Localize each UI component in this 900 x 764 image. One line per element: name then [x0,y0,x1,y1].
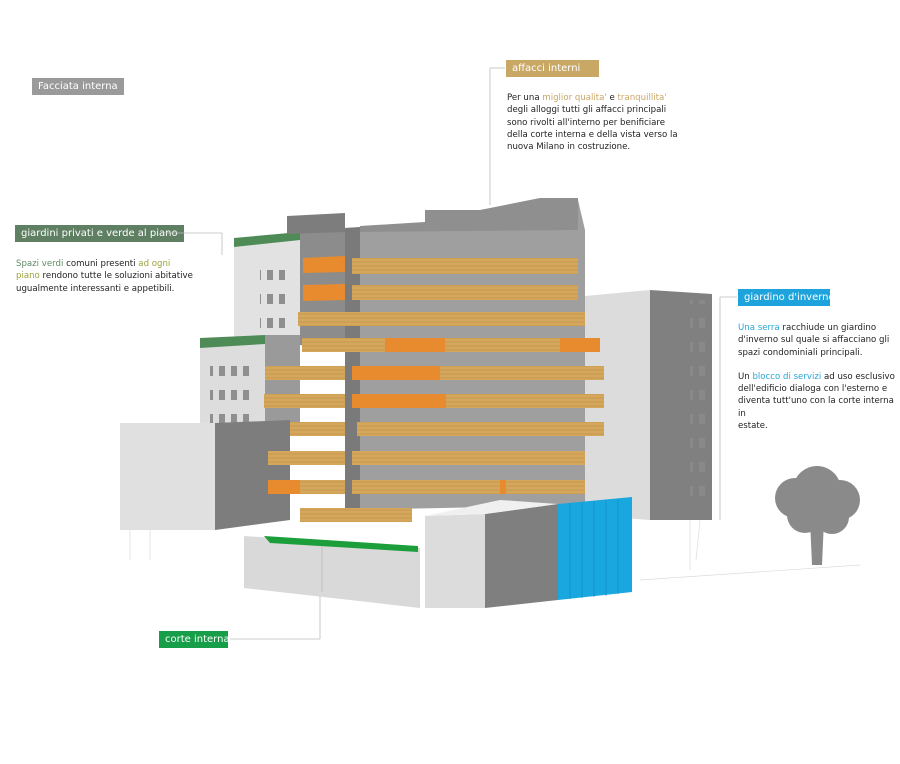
inverno-line-2: d'inverno sul quale si affacciano gli [738,335,890,346]
left-mid-windows [210,356,250,426]
ground-lines [129,519,861,581]
affacci-line-3: sono rivolti all'interno per benificiare [507,117,666,128]
affacci-description: Per una miglior qualita' e tranquillita'… [507,92,707,153]
main-building-top [360,198,578,232]
inverno-text-2: Un [738,371,753,382]
inverno-highlight-servizi: blocco di servizi [752,371,822,382]
giardini-highlight-ad-ogni: ad ogni [138,259,171,269]
servizi-block-side [485,504,558,608]
giardini-highlight-piano: piano [16,271,40,282]
inverno-line-3: spazi condominiali principali. [738,347,863,358]
label-giardini-privati: giardini privati e verde al piano [15,225,184,242]
left-mid-roof [200,335,265,348]
balconies [264,256,604,522]
affacci-text-1: Per una [507,93,543,103]
servizi-block-front [425,514,485,608]
greenhouse-lines [569,499,619,599]
label-corte-interna: corte interna [159,631,230,648]
inverno-text-1: racchiude un giardino [779,323,877,333]
affacci-highlight-qualita: miglior qualita' [542,93,607,103]
left-low-side [215,420,290,530]
tree-icon [775,466,860,565]
inverno-text-3: ad uso esclusivo [821,371,895,382]
giardini-description: Spazi verdi comuni presenti ad ogni pian… [16,258,216,295]
affacci-line-4: della corte interna e della vista verso … [507,129,678,140]
giardini-text-2: rendono tutte le soluzioni abitative [39,271,193,282]
label-affacci-interni: affacci interni [506,60,599,77]
giardini-line-3: ugualmente interessanti e appetibili. [16,283,175,294]
left-low-building [120,423,215,530]
left-mid-side [265,335,300,430]
inverno-description: Una serra racchiude un giardino d'invern… [738,322,900,432]
greenhouse [558,497,632,600]
tower-left-roof [234,232,300,247]
tower-right-front [585,290,650,520]
inverno-line-7: estate. [738,421,768,432]
inverno-highlight-serra: Una serra [738,323,780,333]
giardini-highlight-spazi-verdi: Spazi verdi [16,259,64,269]
servizi-block-top [425,500,558,516]
affacci-highlight-tranquillita: tranquillita' [617,93,667,103]
corte-block-front [244,536,420,608]
tower-right-windows [690,300,706,500]
affacci-text-2: e [606,93,618,103]
inverno-line-5: dell'edificio dialoga con l'esterno e [738,384,888,395]
corte-green-roof [264,536,418,552]
affacci-line-2: degli alloggi tutti gli affacci principa… [507,105,667,116]
top-block [287,213,345,234]
label-facciata-interna: Facciata interna [32,78,124,95]
giardini-text-1: comuni presenti [63,259,139,269]
inverno-line-6: diventa tutt'uno con la corte interna in [738,396,894,419]
tower-left-windows [260,262,290,332]
affacci-line-5: nuova Milano in costruzione. [507,142,631,153]
label-giardino-inverno: giardino d'inverno [738,289,835,306]
